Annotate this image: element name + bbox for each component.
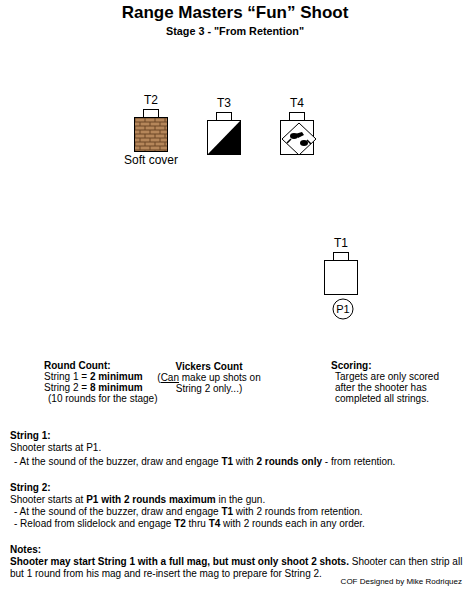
hardcover-half — [208, 121, 241, 155]
text-line: Vickers Count — [154, 361, 264, 372]
target-label: T4 — [257, 96, 337, 110]
bold-text: 2 rounds only — [256, 456, 322, 467]
text-line: Round Count: — [44, 360, 111, 371]
no-shoot-diamond — [282, 123, 316, 155]
title: Range Masters “Fun” Shoot — [0, 3, 470, 23]
note-text: String 1 = — [44, 371, 87, 382]
text-line: Shooter starts at P1. — [10, 442, 101, 453]
target-label: T2 — [111, 93, 191, 107]
hand-shape — [300, 140, 308, 146]
bold-text: T1 — [221, 506, 233, 517]
text-line: COF Designed by Mike Rodriquez — [290, 577, 462, 587]
target: T4 — [257, 96, 337, 156]
bold-text: Vickers Count — [175, 361, 242, 372]
bold-text: T1 — [221, 456, 233, 467]
note-text: - Reload from slidelock and engage — [14, 518, 171, 529]
target-label: T1 — [301, 236, 381, 250]
text-line: (Canmake up shots on String 2 only...) — [152, 372, 266, 394]
target: T2Soft cover — [111, 93, 191, 167]
target-caption: Soft cover — [111, 153, 191, 167]
position-label: P1 — [332, 298, 354, 320]
target-figure — [111, 109, 191, 153]
note-text: ( — [157, 372, 160, 383]
target-figure — [257, 112, 337, 156]
bold-text: 8 minimum — [90, 382, 143, 393]
note-text: (10 rounds for the stage) — [48, 393, 158, 404]
target-body — [208, 121, 241, 155]
target: T3 — [184, 96, 264, 156]
note-text: thru — [189, 518, 206, 529]
target-label: T3 — [184, 96, 264, 110]
text-line: Stage 3 - "From Retention" — [0, 24, 470, 39]
text-line: - Reload from slidelock and engageT2thru… — [14, 518, 365, 529]
target-figure — [184, 112, 264, 156]
note-text: COF Designed by Mike Rodriquez — [341, 577, 462, 586]
note-text: in the gun. — [218, 494, 265, 505]
text-line: String 1: — [10, 430, 51, 441]
bold-text: Stage 3 - "From Retention" — [166, 25, 304, 37]
note-text: String 2 = — [44, 382, 87, 393]
target-head — [290, 113, 305, 121]
bold-text: Scoring: — [331, 360, 372, 371]
text-line: Targets are only scored after the shoote… — [335, 371, 461, 404]
bold-text: P1 with 2 rounds maximum — [86, 494, 215, 505]
note-text: Shooter starts at P1. — [10, 442, 101, 453]
text-line: String 2 =8 minimum — [44, 382, 143, 393]
text-line: String 1 =2 minimum — [44, 371, 143, 382]
bold-text: T2 — [174, 518, 186, 529]
note-text: Shooter starts at — [10, 494, 83, 505]
bold-text: Shooter may start String 1 with a full m… — [10, 556, 349, 567]
bold-text: 2 minimum — [90, 371, 143, 382]
text-line: String 2: — [10, 482, 51, 493]
bold-text: String 1: — [10, 430, 51, 441]
target-figure — [301, 252, 381, 296]
target-body — [325, 261, 358, 295]
target: T1 — [301, 236, 381, 296]
text-line: Notes: — [10, 544, 41, 555]
target-head — [334, 253, 349, 261]
note-text: with — [236, 456, 254, 467]
note-text: with 2 rounds each in any order. — [223, 518, 365, 529]
target-body — [135, 118, 168, 152]
text-line: - At the sound of the buzzer, draw and e… — [14, 506, 363, 517]
bold-text: Notes: — [10, 544, 41, 555]
bold-text: Round Count: — [44, 360, 111, 371]
note-text: - At the sound of the buzzer, draw and e… — [14, 456, 219, 467]
note-text: Targets are only scored after the shoote… — [335, 371, 439, 404]
text-line: Shooter may start String 1 with a full m… — [10, 556, 465, 580]
bold-text: T4 — [209, 518, 221, 529]
text-line: - At the sound of the buzzer, draw and e… — [14, 456, 395, 467]
target-head — [217, 113, 232, 121]
note-text: - At the sound of the buzzer, draw and e… — [14, 506, 219, 517]
text-line: Scoring: — [331, 360, 372, 371]
circle — [333, 299, 353, 319]
gun-shape — [295, 132, 304, 138]
target-head — [144, 110, 159, 118]
text-line: Shooter starts atP1 with 2 rounds maximu… — [10, 494, 265, 505]
note-text: with 2 rounds from retention. — [236, 506, 363, 517]
note-text: make up shots on String 2 only...) — [176, 372, 261, 394]
note-text: Can — [161, 372, 179, 383]
note-text: - from retention. — [325, 456, 396, 467]
arm-lines — [287, 139, 311, 144]
text-line: (10 rounds for the stage) — [48, 393, 158, 404]
bold-text: String 2: — [10, 482, 51, 493]
position-marker: P1 — [332, 298, 354, 320]
